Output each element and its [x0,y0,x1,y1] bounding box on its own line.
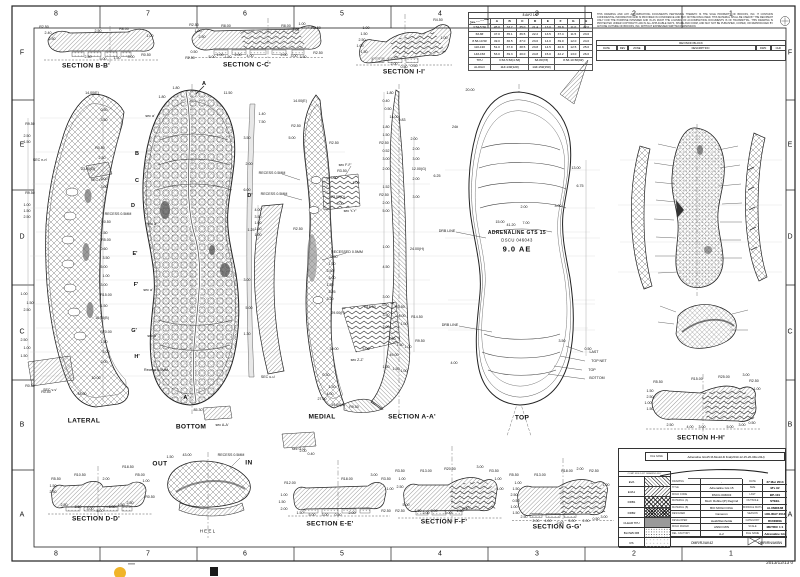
legend-swatch-chev2 [645,507,670,517]
file-name-label: FILE NAME [646,453,668,460]
revision-col: DATE [596,45,617,51]
projection-symbol-icon [780,16,790,26]
legend-swatch-chev [645,497,670,507]
size-table-caption: 8 A#*2 1/2 [468,12,592,18]
file-name-row: FILE NAME Adrenaline Gts15 M-Mould-fit f… [645,452,785,461]
revision-block-empty-row [596,51,786,61]
right-cluster [631,127,768,349]
view-lateral [27,93,130,408]
view-section-aa [343,89,411,413]
code-left: OMR/RJ/AK42 [690,541,714,545]
legend-item: EVA1 [619,487,670,498]
view-medial [303,94,401,409]
legend-item: CLEAR TPU [619,517,670,528]
legend-item: RS [619,538,670,549]
section-ii-view [356,24,452,66]
heel-view [167,457,251,517]
legend-swatch-diag2 [645,487,670,497]
section-hh-view [646,385,760,430]
sheet-frame [11,5,796,562]
revision-col: DWN [755,45,771,51]
section-gg-view [512,479,614,521]
code-right: OMR/RN/AKBN [758,541,782,545]
proprietary-notice: THIS DRAWING AND ANY ACCOMPANYING DOCUME… [597,13,773,28]
title-block-row: MATERIAL (A)Muzir Rubber(P) Regrind Rubb… [671,498,787,505]
title-block-codes: OMR/RJ/AK42 OMR/RN/AKBN [671,537,787,548]
dark-square-icon [210,567,218,576]
desktop-fragments [114,563,218,577]
legend-swatch-dots [645,527,670,538]
section-ff-view [398,477,502,519]
title-block: FILE NAME Adrenaline Gts15 M-Mould-fit f… [618,448,787,549]
file-name-value: Adrenaline Gts15 M-Mould-fit final(2013-… [687,455,765,459]
legend-header: COMP. MOLD-FIT DRAWING KEY [619,472,670,477]
section-dd-view [48,481,152,515]
revision-block-title: REVISION BLOCK [596,40,786,46]
legend-item: EVA [619,477,670,488]
legend-swatch-solid [645,517,670,527]
notice-box: THIS DRAWING AND ANY ACCOMPANYING DOCUME… [596,13,786,61]
strip-u-u [246,103,285,378]
legend-swatch-diag [645,477,670,487]
section-bb-view [44,28,158,61]
yellow-dot-icon [114,567,126,577]
brand-logo [659,469,769,479]
revision-col: DESCRIPTION [645,45,756,51]
plot-date-note: 2013/12/13 0 [766,560,793,565]
section-cc-view [188,25,324,58]
section-ee-view [288,482,390,517]
leader-lines [281,165,586,380]
revision-col: REV [616,45,629,51]
view-top [468,59,589,406]
legend-item: DRB1 [619,497,670,508]
revision-col: CHK [770,45,786,51]
revision-col: ZONE [628,45,646,51]
dimension-lines [27,92,587,402]
legend-item: BLOWN RB [619,527,670,539]
legend-swatch-lightdots [645,538,670,548]
legend-item: DRB2 [619,507,670,518]
view-bottom [142,85,317,449]
